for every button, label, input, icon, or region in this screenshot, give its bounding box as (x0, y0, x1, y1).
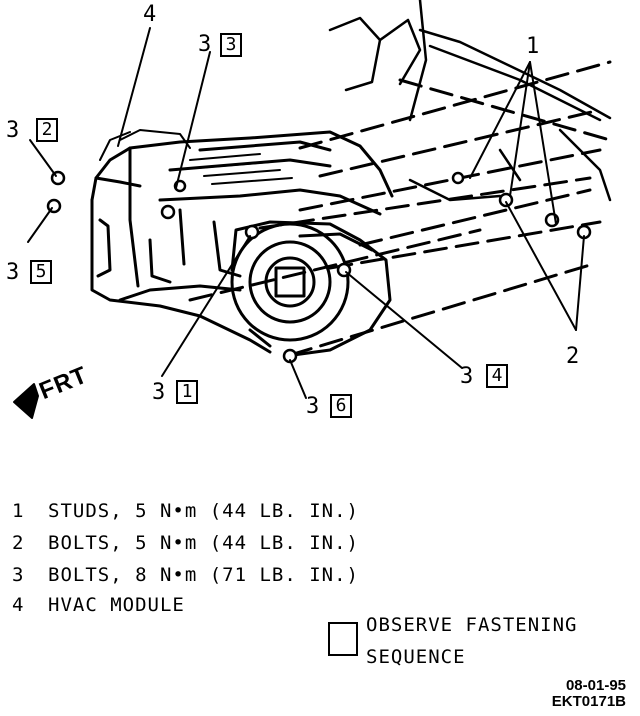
legend-text: BOLTS, 8 N•m (71 LB. IN.) (48, 564, 359, 586)
sequence-box-3: 3 (220, 33, 242, 57)
legend-item-1: 1 STUDS, 5 N•m (44 LB. IN.) (12, 500, 359, 522)
legend-number: 2 (12, 532, 25, 554)
sequence-box-5: 5 (30, 260, 52, 284)
legend-item-3: 3 BOLTS, 8 N•m (71 LB. IN.) (12, 564, 359, 586)
callout-3-box2: 3 (6, 118, 20, 143)
observe-note-line2: SEQUENCE (366, 646, 466, 668)
legend-item-2: 2 BOLTS, 5 N•m (44 LB. IN.) (12, 532, 359, 554)
top-ribs (99, 129, 293, 185)
legend-number: 3 (12, 564, 25, 586)
sequence-box-6: 6 (330, 394, 352, 418)
sequence-box-1: 1 (176, 380, 198, 404)
legend-number: 4 (12, 594, 25, 616)
hvac-housing (90, 130, 394, 354)
sequence-box-2: 2 (36, 118, 58, 142)
callout-3-box6: 3 (306, 394, 320, 419)
dashed-fastener-lines (188, 60, 612, 357)
callout-3-box1: 3 (152, 380, 166, 405)
callout-2: 2 (566, 344, 580, 369)
callout-1: 1 (526, 34, 540, 59)
legend-text: HVAC MODULE (48, 594, 185, 616)
front-arrow-icon (13, 383, 39, 419)
observe-note-line1: OBSERVE FASTENING (366, 614, 578, 636)
legend-number: 1 (12, 500, 25, 522)
front-indicator: FRT (12, 361, 112, 422)
callout-3-top: 3 (198, 32, 212, 57)
legend-item-4: 4 HVAC MODULE (12, 594, 185, 616)
callout-3-box4: 3 (460, 364, 474, 389)
legend-text: STUDS, 5 N•m (44 LB. IN.) (48, 500, 359, 522)
callout-3-box5: 3 (6, 260, 20, 285)
callout-4: 4 (143, 2, 157, 27)
leader-lines (27, 27, 585, 399)
legend-text: BOLTS, 5 N•m (44 LB. IN.) (48, 532, 359, 554)
figure-date: 08-01-95 (565, 677, 626, 694)
hvac-module-drawing (13, 0, 612, 419)
sequence-box-symbol (328, 622, 358, 656)
sequence-box-4: 4 (486, 364, 508, 388)
figure-id: EKT0171B (551, 693, 626, 710)
